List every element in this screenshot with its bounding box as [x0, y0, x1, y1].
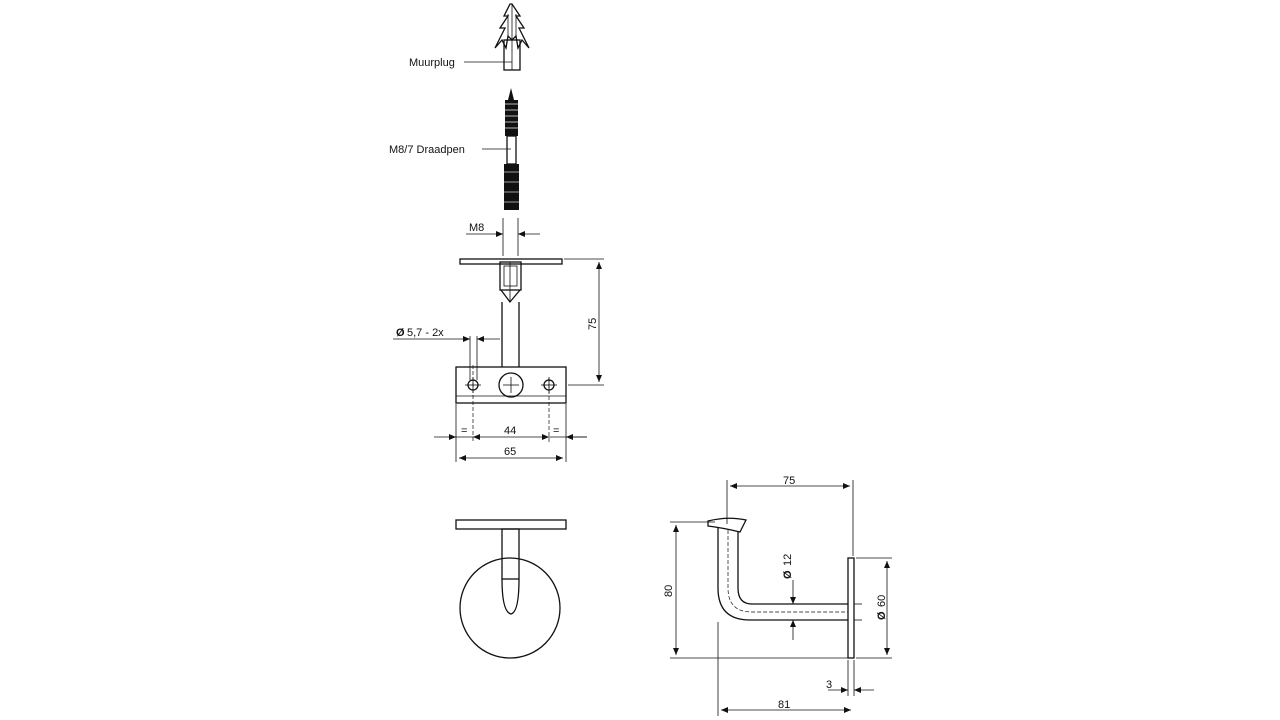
tube-diameter-symbol: Ø: [782, 570, 794, 579]
diameter-symbol: Ø: [396, 327, 405, 339]
side-height-label: 80: [663, 585, 675, 597]
rosette-thickness-label: 3: [826, 679, 832, 691]
rosette-diameter-symbol: Ø: [876, 611, 888, 620]
thread-size-label: M8: [469, 222, 484, 234]
base-width-label: 65: [504, 446, 516, 458]
threaded-pin: [504, 88, 519, 210]
hole-diameter-label: 5,7 - 2x: [407, 327, 444, 339]
wall-plug-label: Muurplug: [409, 57, 455, 69]
side-reach-label: 75: [783, 475, 795, 487]
threaded-pin-label: M8/7 Draadpen: [389, 144, 465, 156]
front-height-label: 75: [587, 318, 599, 330]
hole-spacing-label: 44: [504, 425, 516, 437]
side-view: [670, 480, 892, 716]
front-view: [393, 218, 604, 462]
tube-diameter-label: 12: [782, 554, 794, 566]
equal-right-label: =: [553, 425, 559, 437]
rosette-diameter-label: 60: [876, 595, 888, 607]
overall-depth-label: 81: [778, 699, 790, 711]
top-view: [455, 519, 567, 659]
equal-left-label: =: [461, 425, 467, 437]
wall-plug: [494, 3, 530, 71]
